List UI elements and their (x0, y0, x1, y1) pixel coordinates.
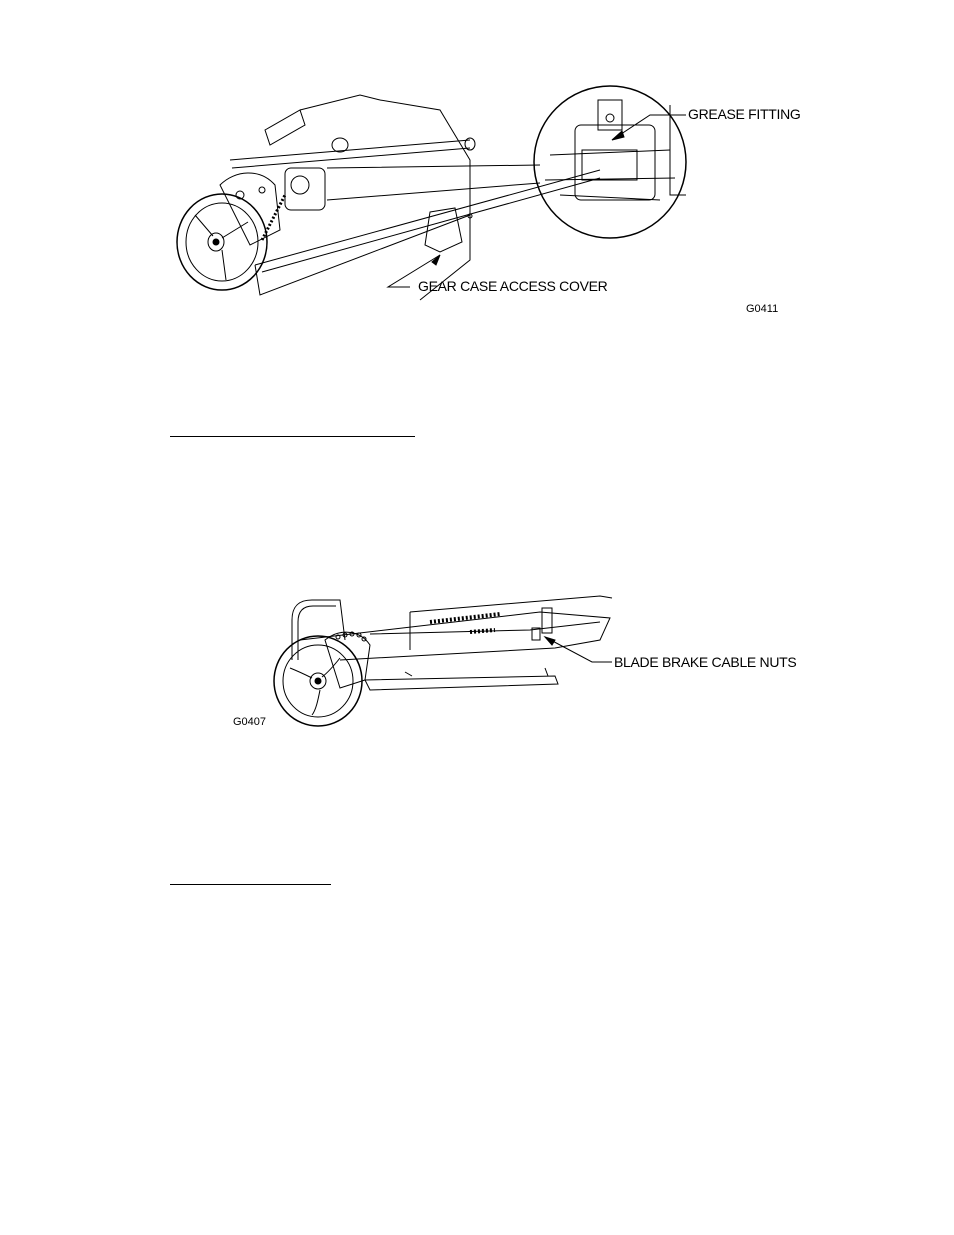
wheel-front (176, 193, 268, 291)
blade-brake-cable-nuts-label: BLADE BRAKE CABLE NUTS (614, 654, 797, 670)
skid-plate (364, 675, 559, 691)
grease-fitting-label: GREASE FITTING (688, 106, 801, 122)
section-heading-underline (170, 436, 415, 437)
wheel-side (273, 635, 363, 727)
figure-brake-cable-illustration (273, 595, 613, 727)
gear-case-access-cover-label: GEAR CASE ACCESS COVER (418, 278, 608, 294)
gear-sector (219, 172, 281, 246)
detail-circle (533, 85, 687, 239)
handle-tube (229, 139, 471, 169)
mower-housing-outline (379, 99, 471, 301)
deck-body (299, 611, 611, 661)
section-heading-underline-2 (170, 884, 331, 885)
figure-gear-case-illustration (176, 85, 687, 301)
deck-edge (254, 169, 601, 273)
gear-case-access-cover (424, 207, 463, 253)
figure-id-g0407: G0407 (233, 716, 267, 728)
figure-id-g0411: G0411 (746, 303, 779, 315)
